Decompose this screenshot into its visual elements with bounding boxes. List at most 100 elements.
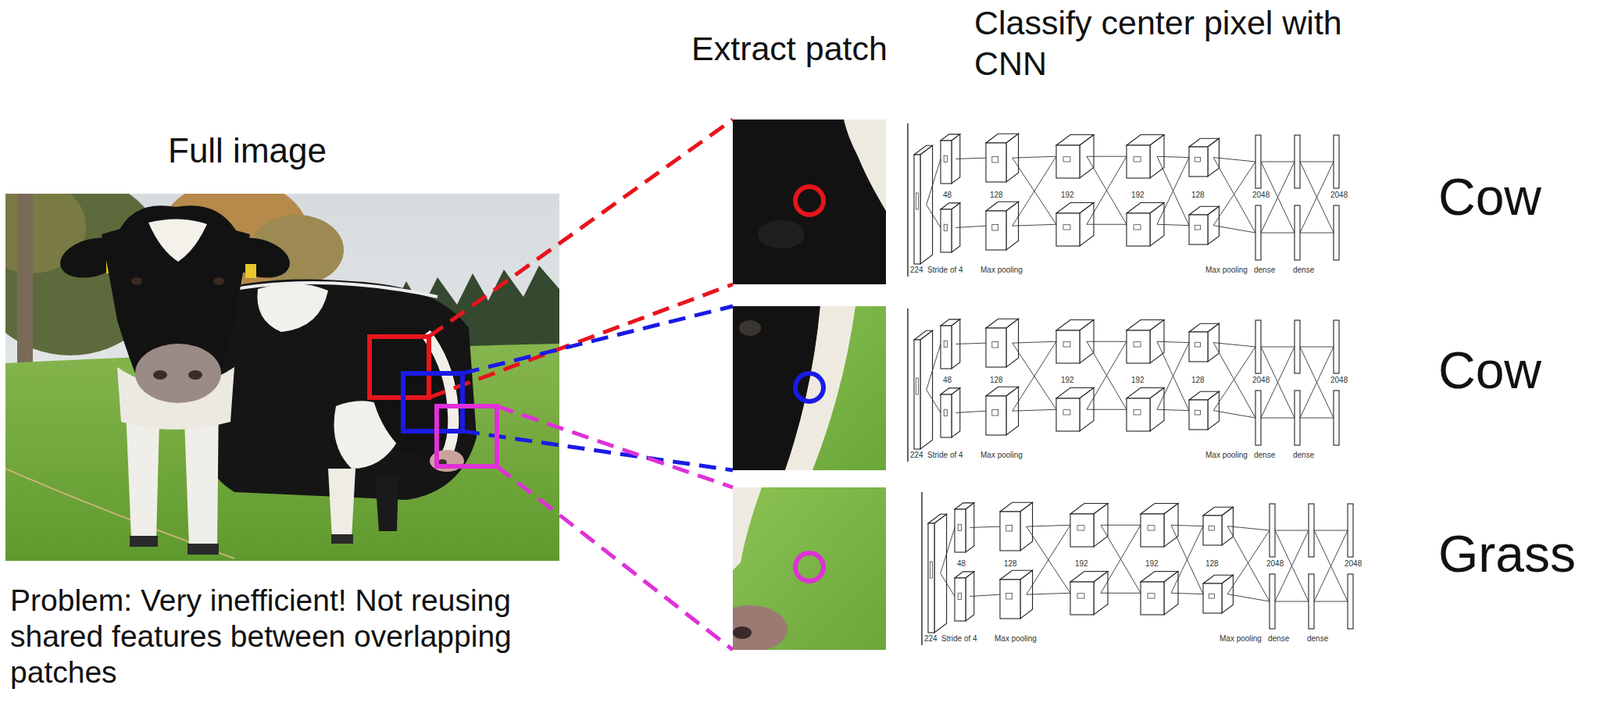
kernel-mark	[1194, 157, 1200, 162]
layer-connection	[1300, 346, 1334, 348]
layer-connection	[1213, 346, 1256, 411]
layer-connection	[1227, 530, 1270, 595]
layer-annotation: 192	[1060, 190, 1075, 200]
kernel-mark	[992, 410, 999, 417]
layer-annotation: 2048	[1329, 190, 1349, 200]
layer-annotation: 48	[942, 190, 953, 200]
layer-connection	[940, 573, 955, 597]
layer-connection	[1157, 342, 1190, 411]
dense-layer	[1294, 135, 1300, 189]
layer-connection	[1314, 601, 1348, 603]
layer-connection	[1260, 417, 1295, 419]
patch-image	[732, 487, 886, 650]
layer-connection	[1086, 156, 1127, 225]
patch-image	[732, 119, 886, 285]
layer-connection	[1213, 225, 1256, 233]
kernel-mark	[957, 524, 961, 531]
layer-connection	[926, 343, 941, 390]
dense-layer	[1333, 205, 1340, 261]
layer-block	[954, 509, 966, 553]
layer-connection	[1260, 346, 1295, 348]
kernel-mark	[943, 224, 947, 231]
layer-block	[928, 523, 935, 633]
kernel-mark	[992, 342, 999, 349]
cow-photo	[213, 277, 225, 286]
patch-boxes	[369, 336, 429, 398]
layer-connection	[1100, 592, 1141, 594]
layer-block	[1056, 330, 1080, 364]
kernel-mark	[943, 340, 947, 347]
kernel-mark	[1208, 525, 1215, 531]
layer-connection	[1213, 410, 1256, 418]
leader-lines	[428, 119, 733, 650]
layer-connection	[1157, 156, 1190, 158]
layer-annotation: 192	[1130, 190, 1146, 200]
layer-connection	[1100, 525, 1141, 526]
dense-layer	[1333, 135, 1340, 189]
layer-annotation: 224	[909, 265, 925, 275]
layer-annotation: dense	[1292, 265, 1315, 275]
patch-image	[732, 605, 788, 650]
layer-connection	[1300, 161, 1334, 163]
layer-connection	[1260, 232, 1295, 234]
kernel-mark	[1147, 593, 1155, 599]
note-text: Problem: Very inefficient! Not reusing s…	[10, 582, 558, 691]
layer-block	[1126, 398, 1150, 432]
layer-annotation: 192	[1074, 559, 1090, 569]
cow-photo	[328, 468, 356, 540]
layer-annotation: 2048	[1343, 559, 1363, 569]
layer-annotation: dense	[1267, 634, 1290, 644]
layer-annotation: 128	[1190, 190, 1206, 200]
layer-connection	[1086, 341, 1127, 410]
kernel-mark	[1063, 225, 1071, 230]
layer-block	[1221, 507, 1233, 546]
dense-layer	[1347, 503, 1354, 558]
panel-heading: Full image	[167, 131, 327, 172]
layer-block	[1140, 582, 1165, 615]
layer-block	[1189, 400, 1208, 430]
layer-block	[914, 154, 921, 265]
layer-block	[914, 339, 921, 450]
leader-lines	[462, 306, 733, 374]
layer-annotation: 128	[989, 190, 1004, 200]
patch-boxes	[369, 336, 497, 467]
layer-annotation: Max pooling	[1204, 450, 1249, 461]
layer-connection	[1012, 224, 1057, 226]
layer-connection	[1300, 346, 1334, 418]
kernel-mark	[1147, 525, 1155, 531]
cnn-diagram	[907, 123, 1354, 646]
layer-connection	[1026, 525, 1071, 595]
layer-annotation: Max pooling	[1218, 634, 1263, 644]
layer-annotation: dense	[1292, 450, 1315, 461]
dense-layer	[1255, 135, 1261, 189]
leader-lines	[462, 431, 733, 471]
layer-connection	[1260, 161, 1295, 163]
layer-annotation: 224	[923, 634, 939, 644]
layer-annotation: 192	[1144, 559, 1160, 569]
kernel-mark	[1077, 525, 1085, 531]
layer-connection	[1171, 526, 1204, 594]
kernel-mark	[992, 157, 999, 164]
layer-connection	[1275, 601, 1309, 603]
leader-lines	[496, 406, 733, 488]
dense-layer	[1308, 503, 1315, 558]
kernel-mark	[1133, 342, 1141, 347]
layer-block	[1189, 332, 1208, 362]
kernel-mark	[1208, 593, 1215, 599]
layer-annotation: 192	[1130, 375, 1146, 386]
layer-connection	[1171, 525, 1204, 526]
layer-connection	[1171, 525, 1204, 594]
panel-heading: Extract patch	[691, 29, 888, 68]
dense-layer	[1333, 390, 1340, 446]
layer-annotation: Max pooling	[979, 265, 1024, 275]
layer-connection	[1012, 156, 1057, 158]
dense-layer	[1294, 320, 1300, 374]
layer-connection	[1213, 157, 1256, 233]
layer-annotation: Stride of 4	[940, 634, 979, 644]
patch-image	[757, 220, 805, 249]
layer-block	[940, 325, 952, 369]
kernel-mark	[1133, 157, 1141, 162]
layer-block	[1189, 146, 1208, 177]
layer-annotation: 48	[956, 559, 967, 569]
layer-connection	[1213, 342, 1256, 347]
